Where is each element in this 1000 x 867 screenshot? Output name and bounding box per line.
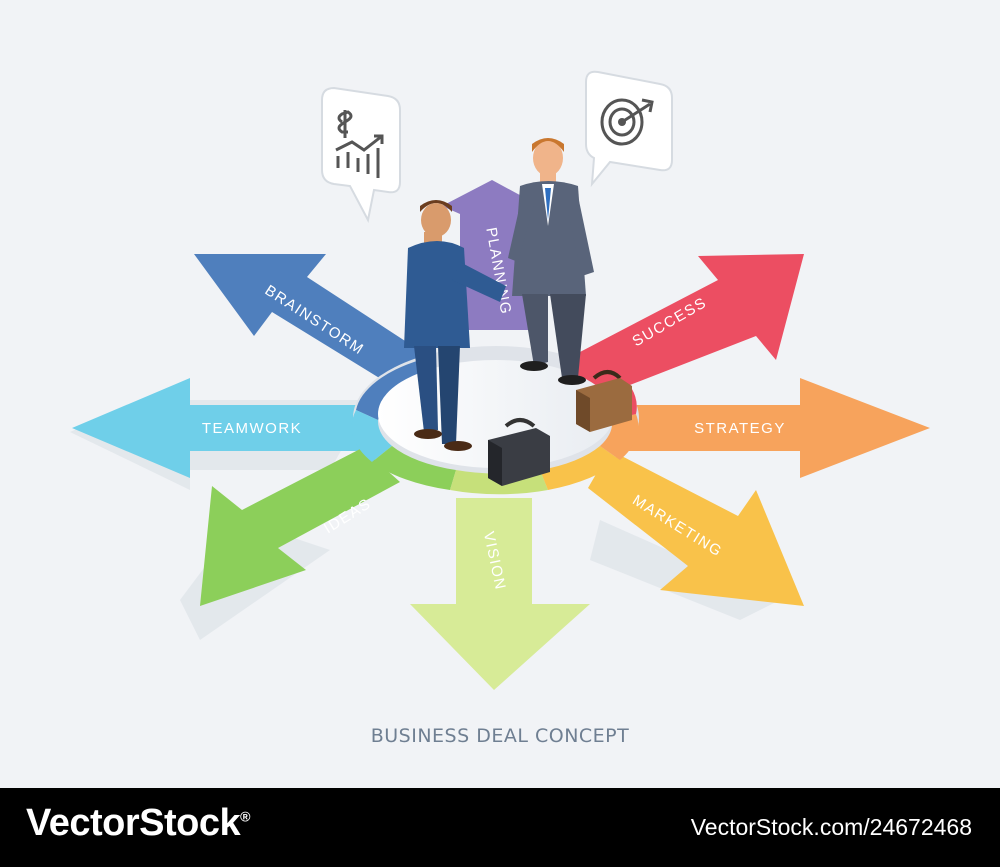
- arrow-teamwork-label: TEAMWORK: [202, 420, 302, 437]
- arrow-vision: VISION: [410, 498, 590, 690]
- business-deal-diagram: TEAMWORK BRAINSTORM IDEAS VISION MARKETI…: [70, 70, 930, 747]
- watermark-bar: VectorStock® VectorStock.com/24672468: [0, 788, 1000, 867]
- bubble-left: [321, 86, 401, 223]
- arrow-strategy-label: STRATEGY: [694, 420, 786, 437]
- arrow-brainstorm: BRAINSTORM: [194, 254, 422, 387]
- registered-mark: ®: [240, 808, 250, 825]
- arrow-vision-shape: [410, 498, 590, 690]
- arrow-brainstorm-shape: [194, 254, 422, 387]
- businessman-right: [508, 138, 594, 385]
- arrow-marketing: MARKETING: [588, 450, 804, 606]
- arrow-teamwork: TEAMWORK: [72, 378, 380, 478]
- briefcase-brown: [576, 370, 632, 432]
- arrow-success-shape: [580, 254, 804, 392]
- arrow-teamwork-shape: [72, 378, 380, 478]
- arrow-marketing-shape: [588, 450, 804, 606]
- dollar-growth-chart-icon: [335, 110, 384, 178]
- watermark-site: VectorStock.com/24672468: [690, 814, 972, 840]
- briefcase-black: [488, 418, 550, 486]
- bubble-right: [585, 70, 673, 188]
- arrow-ideas-shape: [200, 448, 400, 606]
- watermark-brand: VectorStock®: [26, 802, 250, 844]
- target-dart-icon: [600, 98, 654, 146]
- businessman-left: [404, 200, 506, 451]
- arrow-strategy: STRATEGY: [620, 378, 930, 478]
- arrow-strategy-shape: [620, 378, 930, 478]
- caption: BUSINESS DEAL CONCEPT: [371, 725, 630, 747]
- arrow-ideas: IDEAS: [200, 448, 400, 606]
